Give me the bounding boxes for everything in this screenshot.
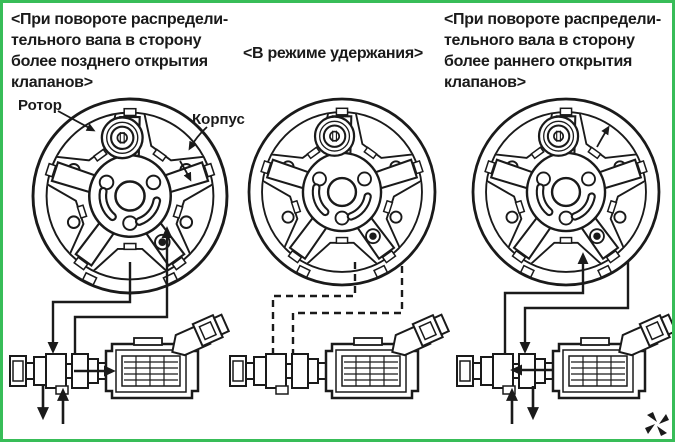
caption-left-line: <При повороте распредели-: [11, 11, 228, 28]
callout-arrows: [57, 110, 208, 151]
caption-right-line: <При повороте распредели-: [444, 11, 661, 28]
cam-phaser-middle: [249, 99, 435, 285]
caption-right-line: тельного вала в сторону: [444, 32, 635, 49]
oil-control-valve-left: [8, 310, 232, 400]
caption-left-line: более позднего открытия: [11, 53, 208, 70]
corner-mark-icon: [645, 412, 669, 436]
caption-left: <При повороте распредели- тельного вапа …: [11, 9, 228, 93]
oil-lines-right: [503, 252, 630, 354]
oil-control-valve-middle: [228, 310, 452, 400]
rotor-label: Ротор: [18, 97, 62, 114]
housing-label: Корпус: [192, 111, 245, 128]
caption-middle: <В режиме удержания>: [243, 45, 423, 62]
rotation-arrow-left: [179, 160, 192, 182]
caption-right-line: более раннего открытия: [444, 53, 633, 70]
caption-right-line: клапанов>: [444, 74, 526, 91]
rotation-arrow-right: [596, 125, 610, 148]
oil-control-valve-right: [455, 310, 672, 400]
flow-arrows-left: [37, 160, 192, 424]
oil-lines-middle: [271, 262, 404, 354]
rotor-pointer-arrow: [57, 110, 96, 132]
oil-lines-left: [47, 226, 173, 354]
housing-pointer-arrow: [188, 126, 208, 151]
diagram-canvas: [8, 3, 672, 436]
cam-phaser-right: [473, 99, 659, 285]
caption-left-line: клапанов>: [11, 74, 93, 91]
caption-left-line: тельного вапа в сторону: [11, 32, 202, 49]
caption-right: <При повороте распредели- тельного вала …: [444, 9, 661, 93]
flow-arrows-right: [506, 125, 610, 424]
